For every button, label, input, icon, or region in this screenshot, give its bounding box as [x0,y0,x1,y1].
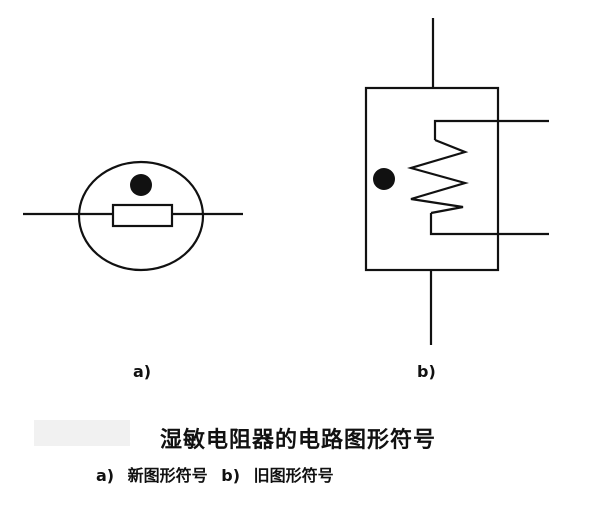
symbol-b-upper-terminal [433,119,549,140]
symbol-a-humidity-dot [130,174,152,196]
symbol-b-lower-terminal [429,213,549,236]
symbol-b-resistor-zigzag [407,138,469,215]
caption-smudge [34,420,130,446]
caption-title: 湿敏电阻器的电路图形符号 [160,428,437,453]
label-b: b) [417,362,436,381]
symbol-b-old [364,18,549,345]
label-a: a) [133,362,152,381]
symbol-b-housing [364,86,500,272]
symbol-a-resistor-body [111,203,174,228]
symbol-a-enclosure-circle [77,160,205,272]
symbol-b-humidity-dot [373,168,395,190]
caption-subtitle: a) 新图形符号 b) 旧图形符号 [96,466,334,485]
symbol-a-new [23,160,243,272]
